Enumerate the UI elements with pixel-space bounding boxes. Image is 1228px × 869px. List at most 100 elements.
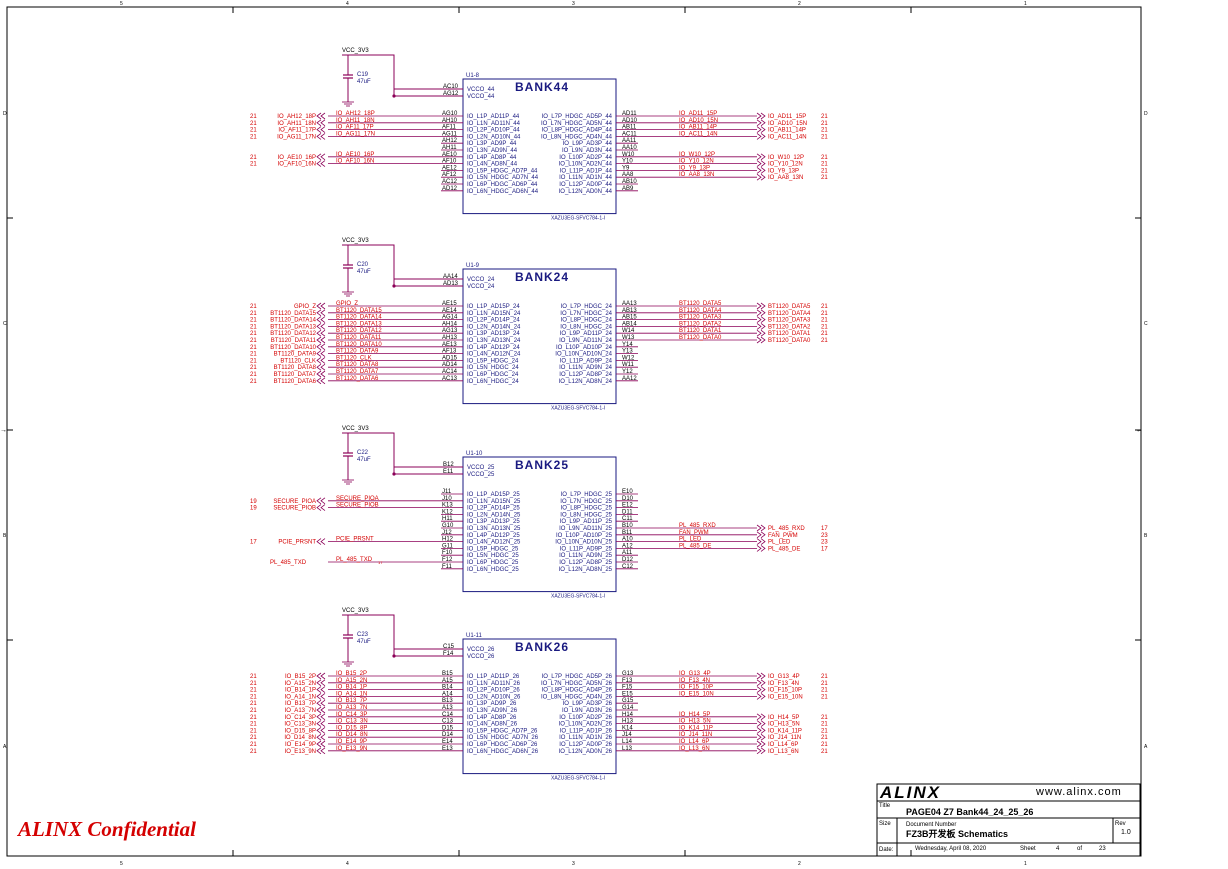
offpage-connector [756,309,766,317]
net-label: IO_C13_3N [336,719,368,725]
offpage-connector [316,363,326,371]
pin-number: AA12 [622,376,637,382]
offpage-connector [316,747,326,755]
net-port-name: IO_E14_9P [285,742,316,748]
pin-label: IO_L7N_HDGC_AD5N_44 [541,121,613,127]
frame-arrow: → [0,427,7,434]
net-port-name: BT1120_DATA12 [270,331,316,337]
frame-ticks [7,7,1141,856]
part-ref: U1-11 [466,633,483,639]
pin-label: IO_L4N_AD8N_26 [467,722,518,728]
net-port-name: BT1120_DATA13 [270,324,316,330]
net-label: BT1120_DATA14 [336,315,382,321]
pin-number: L13 [622,746,633,752]
pin-label: IO_L8P_HDGC_AD4P_26 [542,688,613,694]
frame-row-label: A [1144,744,1148,750]
offpage-connector [756,316,766,323]
offpage-connector [756,679,766,687]
cap-ref: C19 [357,72,369,78]
pin-label: IO_L4P_AD12P_25 [467,533,520,539]
offpage-connector [756,329,766,337]
net-port-name: IO_D14_8N [284,735,316,741]
pin-label: IO_L6N_HDGC_AD6N_26 [467,749,539,755]
net-port-name: IO_W10_12P [768,155,804,161]
pin-number: AC11 [622,131,637,137]
offpage-connector [316,733,326,741]
net-page-ref: 21 [821,155,828,161]
net-page-ref: 21 [821,121,828,127]
frame-col-label: 5 [120,1,123,7]
frame-col-label: 3 [572,861,575,867]
pin-label: IO_L9P_AD3P_26 [563,701,613,707]
pin-label: IO_L10N_AD2N_44 [559,162,613,168]
net-page-ref: 21 [250,681,257,687]
pin-label: IO_L10P_AD10P_24 [556,345,613,351]
pin-label: VCCO_26 [467,654,495,660]
pin-label: IO_L12N_AD0N_44 [559,189,613,195]
offpage-connector [316,336,326,344]
net-page-ref: 21 [250,379,257,385]
net-label: PL_LED [679,537,702,543]
net-page-ref: 21 [250,331,257,337]
pin-number: AH11 [442,145,457,151]
frame-row-label: D [1144,111,1148,117]
net-page-ref: 21 [250,128,257,134]
pin-number: AH13 [442,335,458,341]
offpage-connector [756,112,766,120]
pin-number: AA14 [443,274,458,280]
bank-block-bank44: U1-8BANK44XAZU3EG-SFVC784-1-IVCC_3V3C194… [250,48,828,222]
net-port-name: IO_AF10_16N [278,162,316,168]
pin-number: AA11 [622,138,637,144]
net-port-name: BT1120_DATA9 [274,352,317,358]
net-port-name: IO_A15_2N [285,681,316,687]
pin-label: IO_L5N_HDGC_AD7N_44 [467,175,539,181]
pin-label: IO_L9N_AD3N_44 [562,148,613,154]
pin-number: Y9 [622,165,630,171]
pin-number: W10 [622,152,635,158]
net-page-ref: 21 [250,674,257,680]
net-label: IO_AD11_15P [679,111,717,117]
net-port-name: BT1120_DATA11 [271,338,317,344]
pin-number: F10 [442,550,453,556]
confidential-watermark: ALINX Confidential [16,817,196,841]
net-page-ref: 21 [250,318,257,324]
pin-label: IO_L8N_HDGC_AD4N_44 [541,134,613,140]
pin-number: W11 [622,362,635,368]
offpage-connector [756,740,766,748]
net-page-ref: 21 [821,324,828,330]
pin-label: VCCO_25 [467,472,495,478]
frame-col-label: 4 [346,861,349,867]
net-port-name: SECURE_PIOB [273,506,316,512]
bank-block-bank26: U1-11BANK26XAZU3EG-SFVC784-1-IVCC_3V3C23… [250,608,828,782]
sheet-total: 23 [1099,846,1106,852]
pin-number: B10 [622,523,633,529]
net-page-ref: 21 [250,365,257,371]
net-label: IO_J14_11N [679,732,712,738]
pin-number: E15 [622,691,633,697]
net-label: BT1120_DATA10 [336,342,382,348]
net-label: BT1120_DATA6 [336,376,379,382]
offpage-connector [316,727,326,734]
offpage-connector [316,720,326,727]
pin-number: AB14 [622,321,637,327]
website-text: www.alinx.com [1035,786,1122,798]
pin-label: IO_L2P_AD10P_44 [467,128,520,134]
net-label: BT1120_CLK [336,355,372,361]
pin-number: AD10 [622,118,638,124]
net-page-ref: 17 [250,540,257,546]
pin-number: H12 [442,537,454,543]
pin-label: IO_L5N_HDGC_25 [467,553,519,559]
offpage-connector [756,713,766,721]
frame-col-label: 5 [120,861,123,867]
pin-number: F12 [442,557,453,563]
bank-name: BANK44 [515,80,569,94]
net-port-name: BT1120_CLK [280,358,316,364]
ic-body [462,268,617,405]
bank-blocks: U1-8BANK44XAZU3EG-SFVC784-1-IVCC_3V3C194… [250,48,828,782]
title-label: Title [879,803,891,809]
pin-number: AB15 [622,315,637,321]
pin-label: IO_L11P_AD9P_25 [560,546,613,552]
net-port-name: SECURE_PIOA [273,499,316,505]
net-page-ref: 21 [250,749,257,755]
offpage-connector [316,504,326,511]
